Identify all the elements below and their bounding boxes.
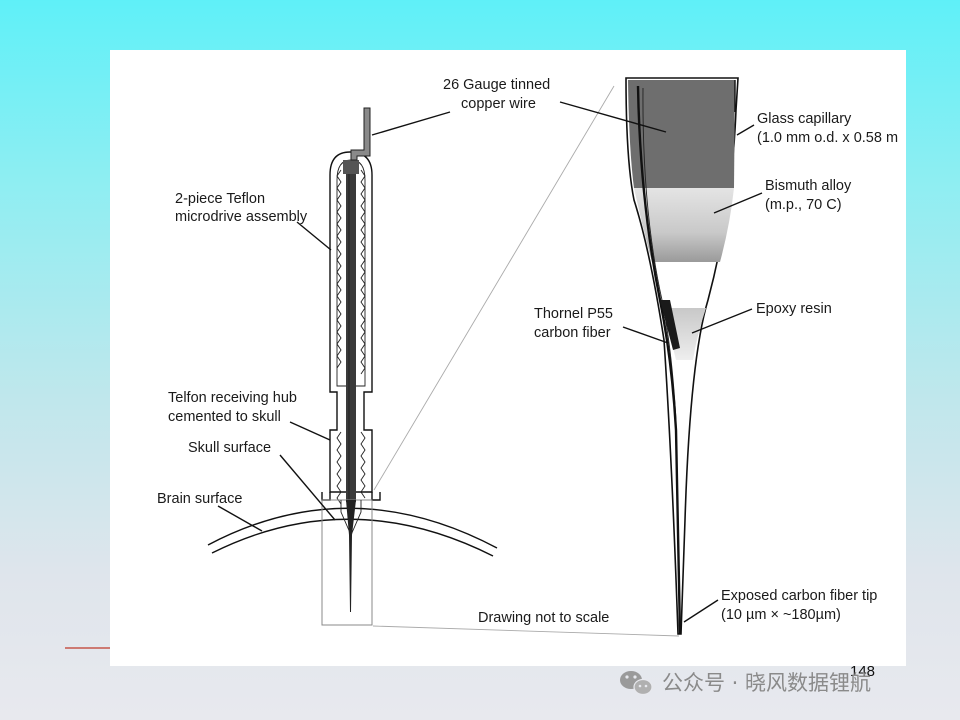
threads-lower-left bbox=[336, 431, 342, 505]
label-skull: Skull surface bbox=[188, 440, 271, 456]
inner-rod-top bbox=[343, 160, 359, 174]
label-tip-2: (10 µm × ~180µm) bbox=[721, 607, 841, 623]
capillary-fill bbox=[628, 80, 735, 188]
label-epoxy: Epoxy resin bbox=[756, 301, 832, 317]
label-bismuth-1: Bismuth alloy bbox=[765, 178, 852, 194]
threads-lower-right bbox=[360, 431, 366, 499]
watermark: 公众号 · 晓风数据锂航 bbox=[620, 671, 871, 696]
microdrive-assembly bbox=[207, 107, 498, 626]
label-capillary-1: Glass capillary bbox=[757, 111, 852, 127]
label-thornel-1: Thornel P55 bbox=[534, 306, 613, 322]
central-shaft bbox=[346, 172, 356, 502]
threads-left bbox=[336, 169, 342, 369]
bismuth-alloy-fill bbox=[634, 188, 734, 262]
label-brain: Brain surface bbox=[157, 491, 242, 507]
figure-panel bbox=[110, 50, 906, 666]
copper-wire bbox=[350, 107, 371, 161]
teflon-tube bbox=[329, 151, 373, 493]
wechat-icon bbox=[620, 671, 653, 696]
threads-right bbox=[360, 169, 366, 375]
zoom-line-top bbox=[373, 85, 615, 491]
label-capillary-2: (1.0 mm o.d. x 0.58 m bbox=[757, 130, 898, 146]
label-teflon-1: 2-piece Teflon bbox=[175, 191, 265, 207]
watermark-text: 公众号 · 晓风数据锂航 bbox=[662, 671, 871, 695]
label-scale-note: Drawing not to scale bbox=[478, 610, 609, 626]
labels: 26 Gauge tinned copper wire 2-piece Tefl… bbox=[157, 77, 898, 626]
label-hub-1: Telfon receiving hub bbox=[168, 390, 297, 406]
needle bbox=[346, 500, 356, 612]
carbon-fiber-dark-segment bbox=[660, 300, 680, 350]
zoom-line-bottom bbox=[372, 625, 680, 637]
label-thornel-2: carbon fiber bbox=[534, 325, 611, 341]
label-hub-2: cemented to skull bbox=[168, 409, 281, 425]
label-tip-1: Exposed carbon fiber tip bbox=[721, 588, 877, 604]
label-bismuth-2: (m.p., 70 C) bbox=[765, 197, 842, 213]
label-copper-wire-1: 26 Gauge tinned bbox=[443, 77, 550, 93]
page-number: 148 bbox=[850, 663, 875, 680]
label-teflon-2: microdrive assembly bbox=[175, 209, 308, 225]
carbon-fiber bbox=[636, 85, 682, 635]
label-copper-wire-2: copper wire bbox=[461, 96, 536, 112]
electrode-detail bbox=[625, 77, 739, 635]
leader-lines bbox=[217, 101, 763, 623]
